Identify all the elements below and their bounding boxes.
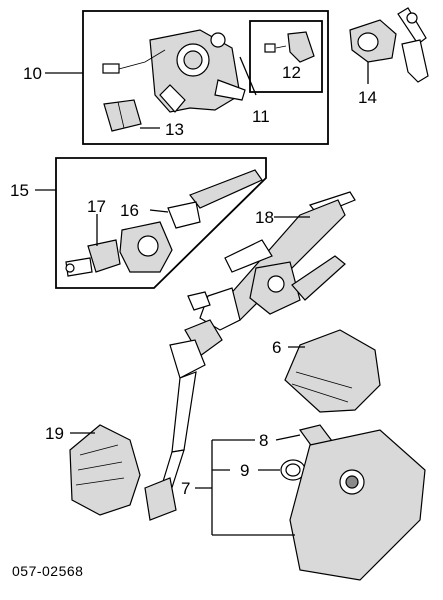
callout-12: 12 xyxy=(282,63,301,82)
callout-8: 8 xyxy=(259,431,268,450)
callout-11: 11 xyxy=(252,107,270,126)
assembly-box-15 xyxy=(55,157,267,289)
callout-17: 17 xyxy=(87,197,106,216)
callout-9: 9 xyxy=(240,461,249,480)
callout-14: 14 xyxy=(358,88,377,107)
lock-cylinder-14 xyxy=(349,7,429,83)
callout-7: 7 xyxy=(181,479,190,498)
callout-15: 15 xyxy=(10,181,29,200)
lower-cover-assembly xyxy=(280,424,426,581)
callout-18: 18 xyxy=(255,208,274,227)
ignition-housing xyxy=(102,29,246,132)
callout-10: 10 xyxy=(23,64,42,83)
intermediate-shaft xyxy=(144,319,223,521)
sub-box-12 xyxy=(249,20,323,93)
combination-switch-16 xyxy=(119,169,263,273)
combination-switch-17 xyxy=(65,239,121,277)
boot-19 xyxy=(69,424,141,516)
callout-19: 19 xyxy=(45,424,64,443)
column-cover-6 xyxy=(284,329,381,413)
reference-number: 057-02568 xyxy=(12,563,83,579)
key-cylinder-12 xyxy=(264,31,315,63)
callout-6: 6 xyxy=(272,338,281,357)
assembly-box-10 xyxy=(82,10,329,145)
callout-13: 13 xyxy=(165,120,184,139)
callout-16: 16 xyxy=(120,201,139,220)
